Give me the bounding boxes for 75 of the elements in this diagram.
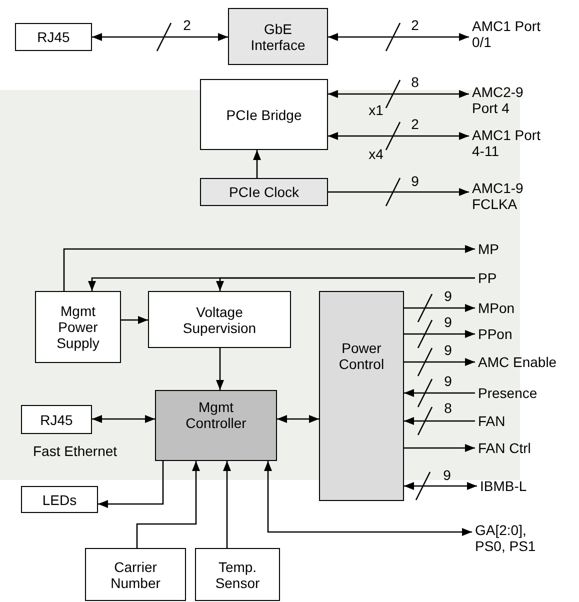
arrow xyxy=(404,389,475,397)
edge-label: 8 xyxy=(411,74,419,90)
box-label: Temp. Sensor xyxy=(214,558,261,590)
arrow xyxy=(404,444,475,452)
arrow xyxy=(121,316,148,324)
controller-box xyxy=(155,390,277,461)
arrow xyxy=(404,417,475,425)
box-label: Mgmt Controller xyxy=(184,399,248,431)
box-label: RJ45 xyxy=(40,412,73,428)
box-label: PCIe Bridge xyxy=(226,106,302,122)
signal-label: MP xyxy=(478,241,499,257)
supervision-box xyxy=(148,291,291,348)
box-label: PCIe Clock xyxy=(228,184,300,200)
arrow xyxy=(404,304,475,312)
arrow xyxy=(216,277,475,291)
edge-label: 2 xyxy=(183,17,191,33)
box-label: Voltage Supervision xyxy=(182,304,258,336)
power-supply-box xyxy=(35,291,121,363)
power-control-box xyxy=(319,291,404,501)
sensor-box xyxy=(195,548,280,601)
connector-box xyxy=(15,23,92,51)
signal-label: Presence xyxy=(478,385,538,401)
box-label: Carrier Number xyxy=(110,558,162,590)
edge-label: 8 xyxy=(444,400,452,416)
arrow xyxy=(328,132,469,140)
signal-label: AMC1-9 FCLKA xyxy=(472,180,544,212)
edge-label: 9 xyxy=(444,342,452,358)
box-label: GbE Interface xyxy=(250,20,306,52)
edge-label: 2 xyxy=(411,116,419,132)
process-box xyxy=(85,548,186,601)
signal-label: AMC1 Port 4-11 xyxy=(472,127,544,159)
arrow xyxy=(92,415,155,423)
lane-width-label: x1 xyxy=(368,102,384,118)
signal-label: PP xyxy=(478,270,497,286)
signal-label: PPon xyxy=(478,326,512,342)
arrow xyxy=(404,482,477,490)
arrow xyxy=(216,348,224,390)
box-label: Power Control xyxy=(338,340,386,372)
edge-label: 9 xyxy=(411,173,419,189)
arrow xyxy=(277,415,319,423)
signal-label: IBMB-L xyxy=(480,478,527,494)
arrow xyxy=(264,461,472,536)
signal-label: GA[2:0], PS0, PS1 xyxy=(475,522,547,554)
connector-box xyxy=(21,405,92,434)
edge-label: 2 xyxy=(411,17,419,33)
arrow xyxy=(404,358,475,366)
arrow xyxy=(328,33,469,41)
signal-label: AMC1 Port 0/1 xyxy=(472,18,544,50)
edge-label: 9 xyxy=(444,314,452,330)
led-box xyxy=(21,486,98,513)
box-label: Mgmt Power Supply xyxy=(56,303,100,351)
arrow xyxy=(223,461,231,548)
lane-width-label: x4 xyxy=(368,146,384,162)
interface-box xyxy=(228,8,328,65)
clock-box xyxy=(200,178,328,206)
arrow xyxy=(253,150,261,178)
edge-label: 9 xyxy=(444,288,452,304)
arrow xyxy=(328,90,469,98)
edge-label: 9 xyxy=(444,373,452,389)
box-label: LEDs xyxy=(42,492,77,508)
signal-label: FAN xyxy=(478,413,506,429)
signal-label: MPon xyxy=(478,300,515,316)
signal-label: FAN Ctrl xyxy=(478,440,531,456)
arrow xyxy=(98,461,164,508)
arrow xyxy=(63,245,475,291)
box-label: RJ45 xyxy=(37,29,70,45)
arrow xyxy=(136,461,200,548)
arrow xyxy=(92,33,228,41)
arrow xyxy=(328,188,469,196)
signal-label: AMC2-9 Port 4 xyxy=(472,84,544,116)
signal-label: AMC Enable xyxy=(478,354,557,370)
arrow xyxy=(404,330,475,338)
edge-label: 9 xyxy=(443,467,451,483)
bridge-box xyxy=(200,79,328,150)
node-label: Fast Ethernet xyxy=(33,443,118,459)
